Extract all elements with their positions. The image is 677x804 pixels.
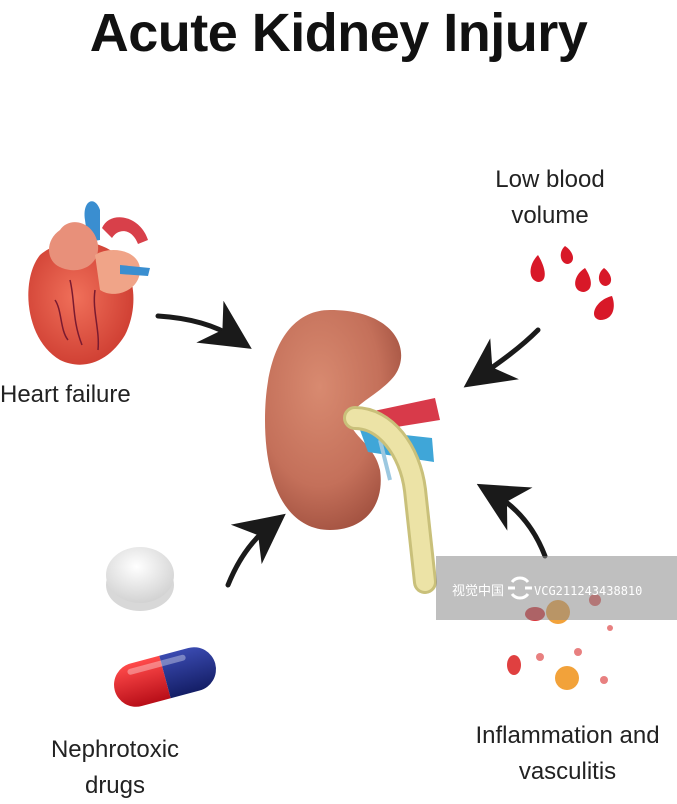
label-inflammation-vasculitis: Inflammation and vasculitis [455, 718, 677, 790]
watermark-brand: 视觉中国 [452, 584, 505, 599]
label-low-blood-volume-line2: volume [511, 202, 589, 229]
label-low-blood-volume-line1: Low blood [495, 166, 605, 193]
page-title: Acute Kidney Injury [89, 3, 588, 63]
pill-tablet-icon [106, 547, 174, 611]
label-nephrotoxic-drugs: Nephrotoxic drugs [20, 732, 210, 804]
heart-illustration [28, 201, 150, 365]
label-inflammation-vasculitis-line2: vasculitis [518, 758, 617, 785]
label-nephrotoxic-drugs-line2: drugs [84, 772, 146, 799]
arrows [155, 300, 548, 588]
watermark-band [436, 556, 677, 620]
label-heart-failure: Heart failure [0, 381, 131, 408]
capsule-icon [114, 647, 216, 707]
watermark-code: VCG211243438810 [534, 584, 643, 598]
blood-drops [530, 246, 614, 320]
label-low-blood-volume: Low blood volume [470, 162, 630, 234]
label-inflammation-vasculitis-line1: Inflammation and [475, 722, 660, 749]
label-nephrotoxic-drugs-line1: Nephrotoxic [50, 736, 180, 763]
kidney-illustration [265, 310, 440, 594]
